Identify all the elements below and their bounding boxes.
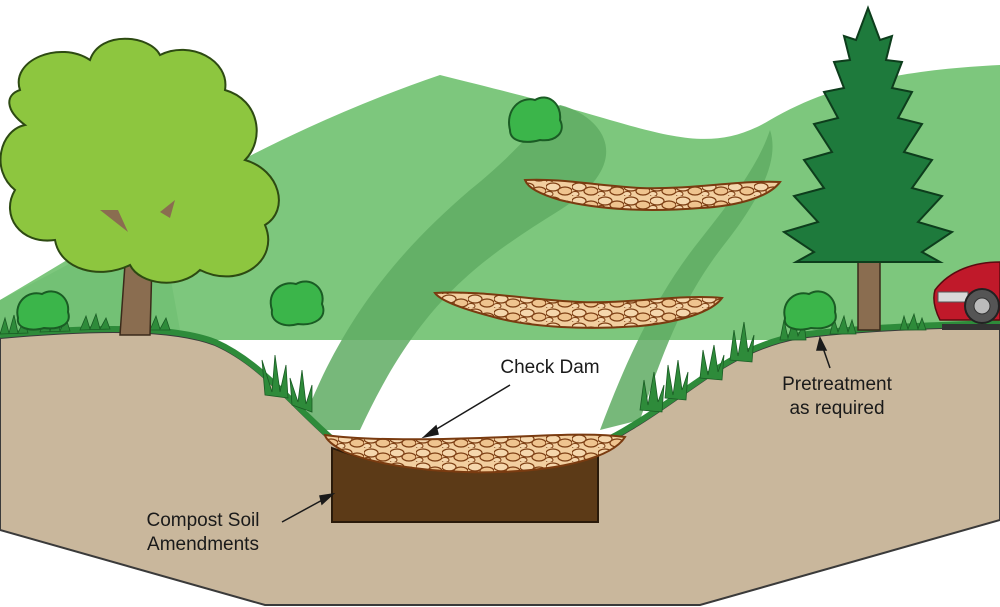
shrub-mid [269, 280, 325, 327]
pretreatment-line1: Pretreatment [782, 374, 892, 395]
pine-tree [781, 5, 955, 331]
shrub-left [16, 290, 70, 331]
shrub-right [783, 290, 837, 331]
check-dam-text: Check Dam [500, 357, 600, 378]
car [933, 261, 1000, 330]
compost-line1: Compost Soil [146, 510, 260, 531]
pretreatment-label: Pretreatment as required [752, 373, 922, 421]
compost-line2: Amendments [147, 534, 259, 555]
pretreatment-line2: as required [789, 398, 885, 419]
compost-arrow [281, 497, 327, 523]
callout-arrows [281, 335, 831, 523]
compost-label: Compost Soil Amendments [118, 509, 288, 557]
check-dam-bottom [323, 433, 627, 474]
check-dam-upper [523, 178, 782, 211]
check-dam-middle [433, 291, 724, 329]
check-dam-label: Check Dam [470, 356, 630, 380]
check-dams [323, 178, 782, 474]
deciduous-tree [0, 37, 280, 336]
shrubs [16, 96, 837, 331]
check-dam-arrow [429, 384, 511, 434]
shrub-top [508, 96, 563, 143]
